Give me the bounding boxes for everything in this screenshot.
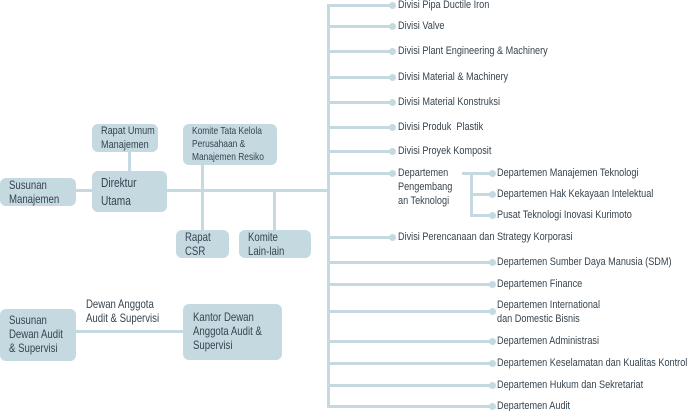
bullet-dot-icon (389, 48, 396, 55)
bullet-dot-icon (389, 234, 396, 241)
branch-line (329, 101, 391, 104)
branch-line (329, 362, 491, 365)
box-komite-tata-kelola-label: Komite Tata Kelola Perusahaan & Manajeme… (192, 125, 264, 163)
bullet-dot-icon (489, 308, 496, 315)
bullet-dot-icon (389, 124, 396, 131)
bullet-dot-icon (489, 360, 496, 367)
branch-line (329, 172, 391, 175)
sub-branch-line (470, 193, 491, 196)
tech-sub-label[interactable]: Pusat Teknologi Inovasi Kurimoto (497, 209, 632, 221)
sub-branch-line (470, 214, 491, 217)
branch-line (329, 126, 391, 129)
division-label[interactable]: Divisi Valve (398, 20, 445, 32)
box-direktur-utama-label: Direktur Utama (101, 175, 137, 208)
branch-line (329, 384, 491, 387)
box-susunan-dewan-audit-label: Susunan Dewan Audit & Supervisi (9, 313, 63, 355)
branch-line (329, 50, 391, 53)
audit-connector-label: Dewan Anggota Audit & Supervisi (86, 297, 160, 325)
connector-susunan-direktur (76, 189, 92, 192)
tech-department-label[interactable]: Departemen Pengembang an Teknologi (398, 167, 453, 207)
bullet-dot-icon (389, 74, 396, 81)
branch-line (329, 283, 491, 286)
bullet-dot-icon (489, 338, 496, 345)
box-kantor-dewan-label: Kantor Dewan Anggota Audit & Supervisi (193, 310, 262, 352)
box-rapat-csr-label: Rapat CSR (185, 230, 211, 258)
bullet-dot-icon (489, 382, 496, 389)
branch-line (329, 261, 491, 264)
box-rapat-csr[interactable]: Rapat CSR (176, 230, 229, 258)
division-label[interactable]: Divisi Plant Engineering & Machinery (398, 45, 548, 57)
department-label[interactable]: Departemen Audit (497, 400, 571, 411)
division-label[interactable]: Divisi Material & Machinery (398, 71, 509, 83)
connector-komite-lain (273, 191, 276, 230)
division-label[interactable]: Divisi Perencanaan dan Strategy Korporas… (398, 231, 573, 243)
division-label[interactable]: Divisi Pipa Ductile Iron (398, 0, 490, 11)
division-label[interactable]: Divisi Produk Plastik (398, 121, 484, 133)
bullet-dot-icon (489, 212, 496, 219)
bullet-dot-icon (389, 170, 396, 177)
bullet-dot-icon (489, 191, 496, 198)
connector-audit (76, 330, 183, 333)
department-label[interactable]: Departemen Hukum dan Sekretariat (497, 379, 644, 391)
branch-line (329, 4, 391, 7)
branch-line (329, 76, 391, 79)
branch-line (329, 150, 391, 153)
bullet-dot-icon (389, 2, 396, 9)
division-label[interactable]: Divisi Proyek Komposit (398, 145, 492, 157)
bullet-dot-icon (489, 281, 496, 288)
tech-sub-label[interactable]: Departemen Hak Kekayaan Intelektual (497, 188, 654, 200)
main-trunk (327, 4, 330, 407)
bullet-dot-icon (389, 99, 396, 106)
bullet-dot-icon (489, 259, 496, 266)
bullet-dot-icon (489, 403, 496, 410)
branch-line (329, 236, 391, 239)
bullet-dot-icon (389, 148, 396, 155)
branch-line (327, 405, 491, 408)
department-label[interactable]: Departemen Sumber Daya Manusia (SDM) (497, 256, 672, 268)
box-susunan-dewan-audit[interactable]: Susunan Dewan Audit & Supervisi (0, 309, 76, 361)
branch-line (329, 25, 391, 28)
box-susunan-manajemen[interactable]: Susunan Manajemen (0, 178, 76, 206)
box-kantor-dewan-anggota-audit[interactable]: Kantor Dewan Anggota Audit & Supervisi (183, 304, 282, 360)
tech-sub-label[interactable]: Departemen Manajemen Teknologi (497, 167, 639, 179)
branch-line (329, 310, 491, 313)
bullet-dot-icon (489, 170, 496, 177)
department-label[interactable]: Departemen Finance (497, 278, 583, 290)
box-komite-lain-lain[interactable]: Komite Lain-lain (239, 230, 311, 258)
box-komite-lain-label: Komite Lain-lain (248, 230, 285, 258)
connector-direktur-trunk (167, 189, 329, 192)
box-rapat-umum-manajemen[interactable]: Rapat Umum Manajemen (92, 124, 158, 152)
connector-rapat-umum-direktur (128, 152, 131, 171)
box-rapat-umum-label: Rapat Umum Manajemen (101, 125, 155, 151)
box-susunan-manajemen-label: Susunan Manajemen (9, 178, 60, 206)
division-label[interactable]: Divisi Material Konstruksi (398, 96, 500, 108)
department-label[interactable]: Departemen Administrasi (497, 335, 599, 347)
department-label[interactable]: Departemen International dan Domestic Bi… (497, 299, 601, 325)
box-komite-tata-kelola[interactable]: Komite Tata Kelola Perusahaan & Manajeme… (183, 124, 277, 165)
branch-line (329, 340, 491, 343)
bullet-dot-icon (389, 23, 396, 30)
department-label[interactable]: Departemen Keselamatan dan Kualitas Kont… (497, 357, 688, 369)
connector-komite-tata-kelola-csr (201, 165, 204, 230)
sub-branch-line (462, 172, 491, 175)
box-direktur-utama[interactable]: Direktur Utama (92, 171, 167, 212)
